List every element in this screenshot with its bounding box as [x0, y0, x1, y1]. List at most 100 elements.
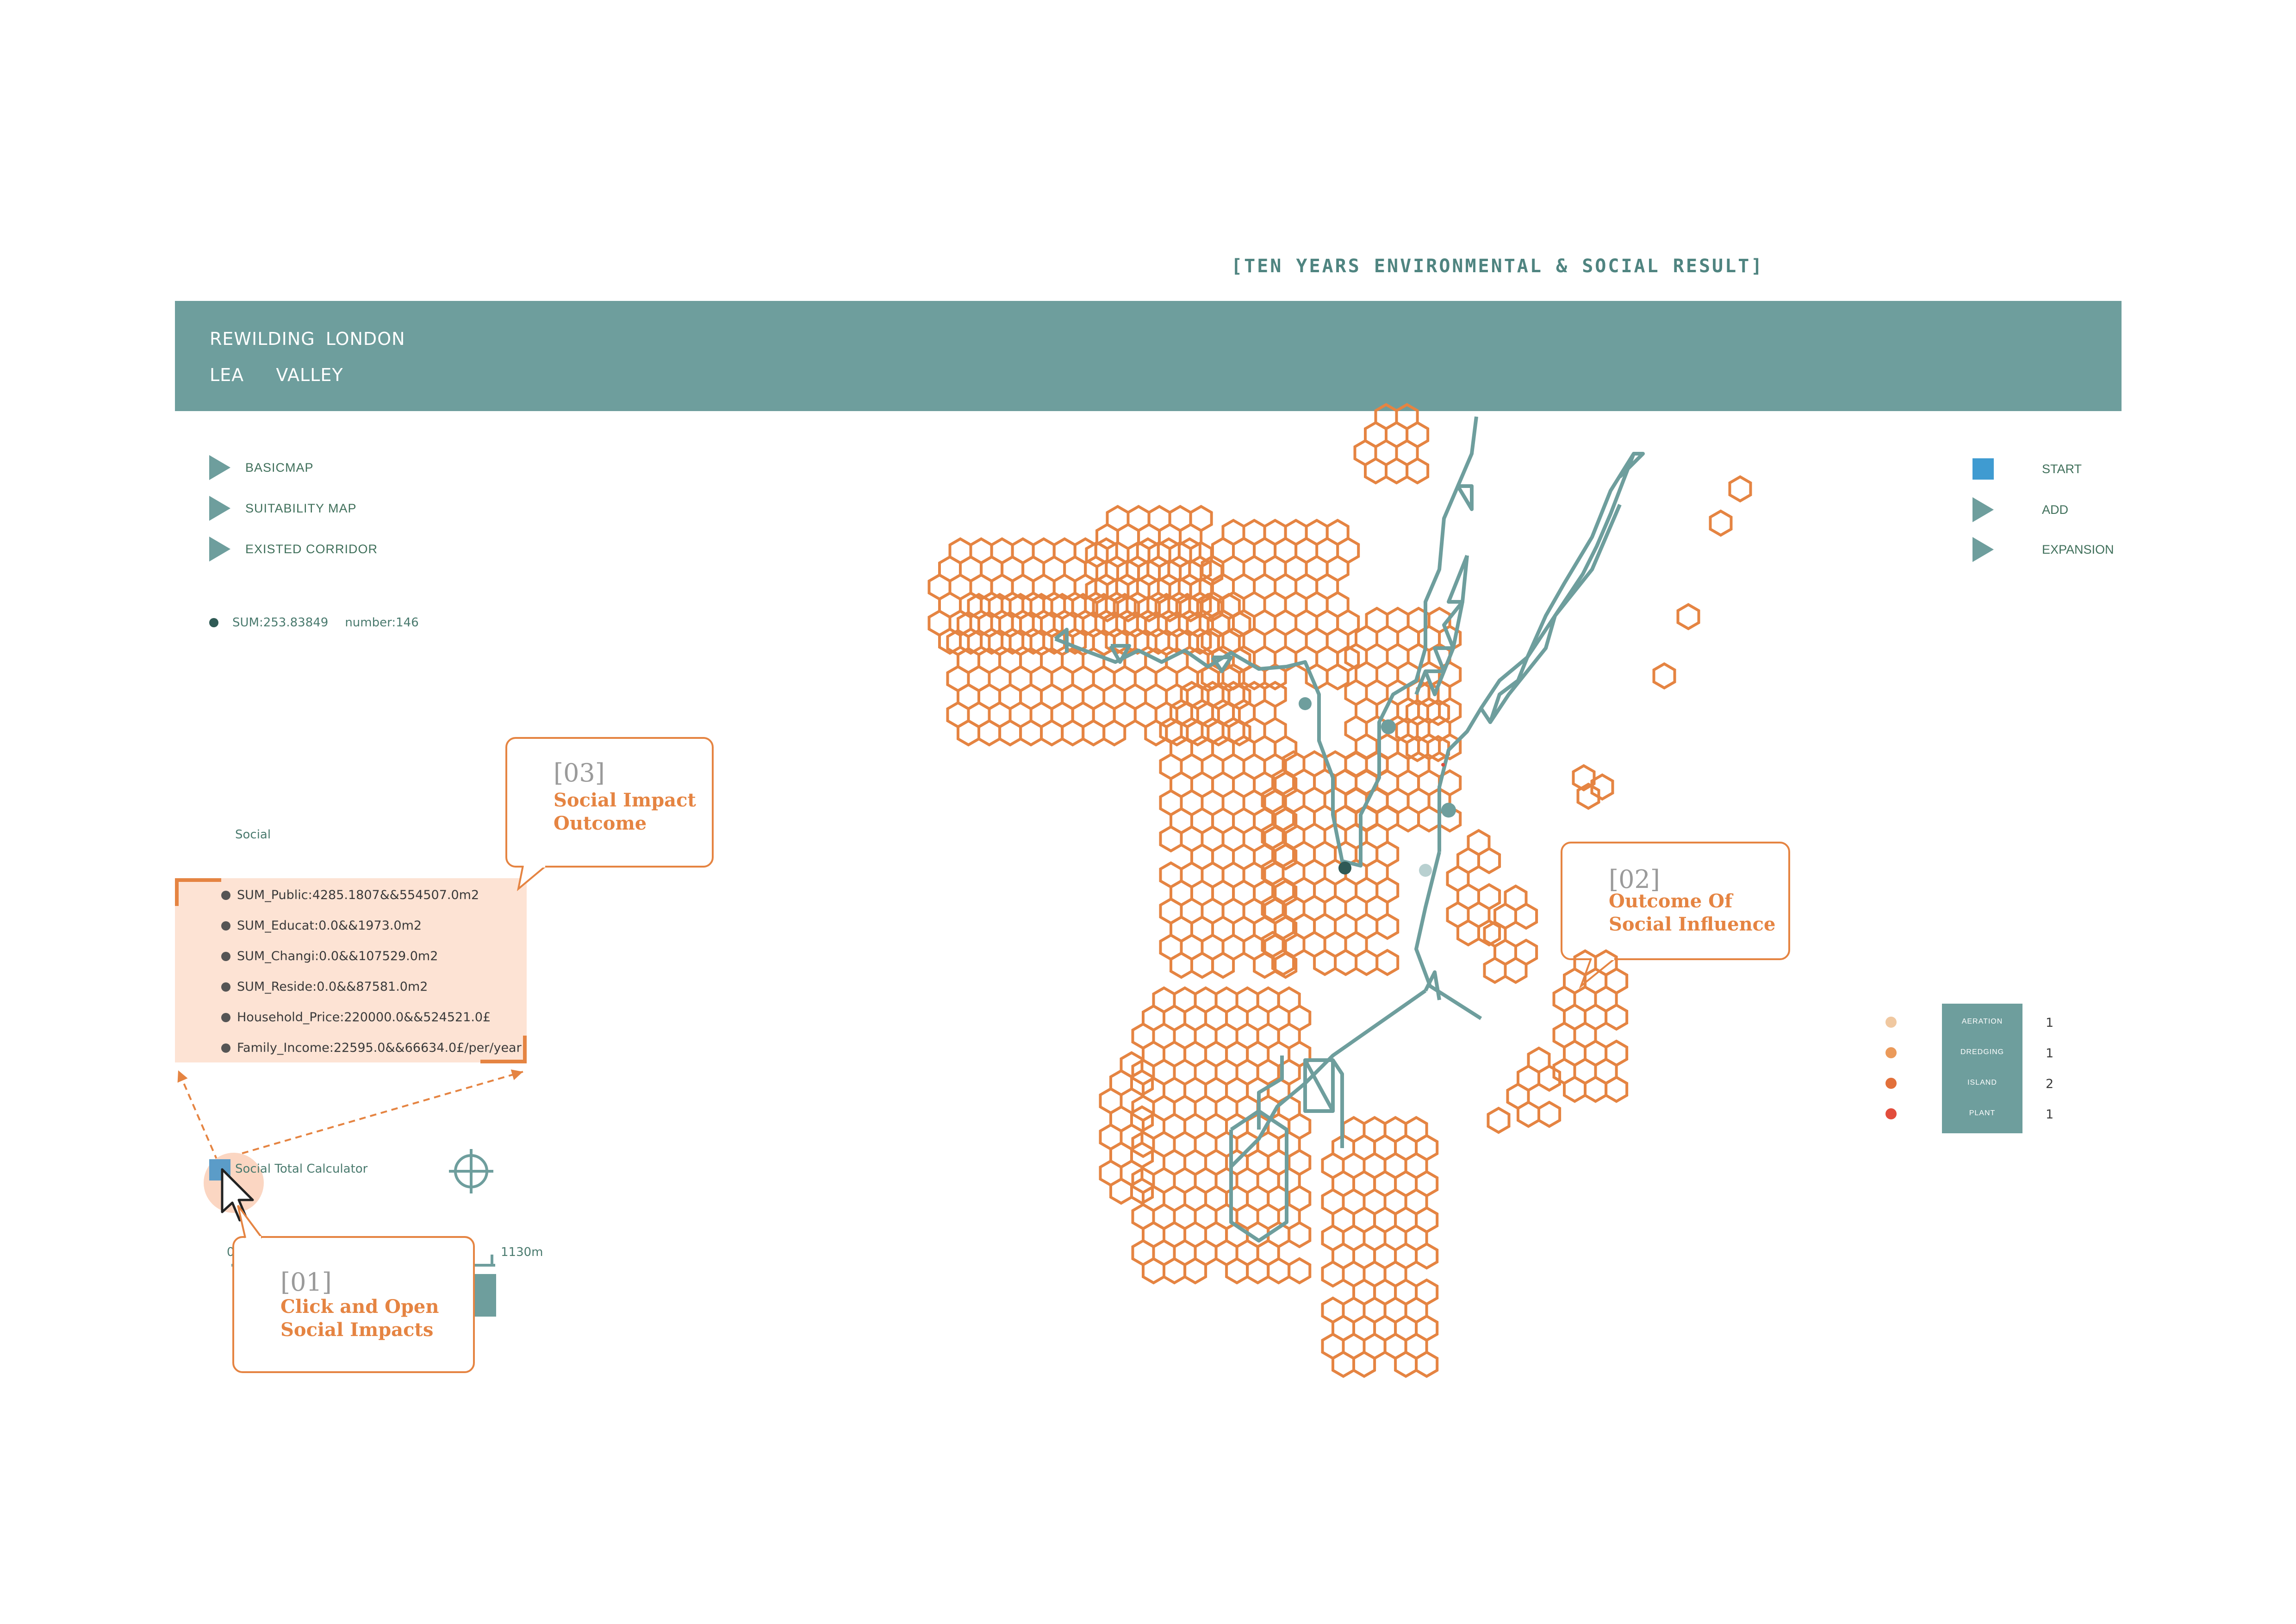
- legend-label: DREDGING: [1960, 1048, 2004, 1056]
- hex-cell: [1477, 919, 1501, 947]
- dredging-dot-icon: [1885, 1047, 1897, 1058]
- hex-cell: [1130, 1177, 1154, 1205]
- hex-cell: [1504, 956, 1528, 984]
- social-section-label: Social: [235, 828, 271, 842]
- stat-text: SUM_Reside:0.0&&87581.0m2: [237, 980, 428, 994]
- callout-text: Social Influence: [1609, 913, 1776, 935]
- legend-box: [1942, 1004, 2022, 1133]
- stat-text: SUM_Educat:0.0&&1973.0m2: [237, 918, 422, 933]
- hex-cell: [1406, 457, 1430, 485]
- hex-cell: [1063, 627, 1087, 655]
- stat-row: SUM_Reside:0.0&&87581.0m2: [221, 980, 428, 994]
- hex-cell: [1394, 1350, 1418, 1378]
- bullet-icon: [221, 951, 230, 961]
- hex-cell: [1211, 951, 1235, 979]
- menu-item-basicmap[interactable]: BASICMAP: [209, 454, 314, 481]
- calculator-label: Social Total Calculator: [235, 1162, 368, 1176]
- bullet-icon: [221, 982, 230, 992]
- hex-cell: [1130, 1069, 1154, 1097]
- legend-value: 2: [2046, 1077, 2054, 1091]
- hex-cell: [1385, 457, 1409, 485]
- stat-text: SUM_Changi:0.0&&107529.0m2: [237, 949, 438, 963]
- project-title: REWILDING LONDON: [210, 329, 405, 349]
- play-icon: [209, 496, 230, 521]
- control-add[interactable]: ADD: [1972, 497, 2068, 522]
- hex-cell: [1355, 949, 1379, 976]
- hex-cell: [1288, 1257, 1312, 1285]
- hex-cell: [1477, 847, 1501, 874]
- callout-number: [02]: [1609, 865, 1660, 894]
- stat-row: SUM_Changi:0.0&&107529.0m2: [221, 949, 438, 963]
- hex-cell: [1225, 1257, 1249, 1285]
- play-icon: [209, 537, 230, 562]
- hex-cell: [1517, 1100, 1540, 1128]
- stat-text: SUM_Public:4285.1807&&554507.0m2: [237, 888, 479, 902]
- control-start[interactable]: START: [1972, 458, 2082, 480]
- stat-text: Family_Income:22595.0&&66634.0£/per/year: [237, 1041, 522, 1055]
- project-subtitle: LEA VALLEY: [210, 365, 343, 385]
- scale-block: [472, 1274, 496, 1317]
- callout-03: [03] Social Impact Outcome: [505, 737, 714, 868]
- menu-item-existed-corridor[interactable]: EXISTED CORRIDOR: [209, 535, 378, 563]
- hex-cell: [1325, 663, 1350, 691]
- panel-corner: [175, 878, 221, 906]
- callout-01: [01] Click and Open Social Impacts: [232, 1236, 475, 1373]
- control-label: START: [2042, 462, 2082, 476]
- hex-cell: [977, 719, 1002, 747]
- hex-cell: [1109, 1177, 1133, 1205]
- hex-cell: [1375, 949, 1400, 976]
- callout-text: Click and Open: [280, 1296, 439, 1318]
- suitability-hex-layer: [927, 403, 1752, 1378]
- hex-cell: [1190, 951, 1214, 979]
- hex-cell: [957, 719, 980, 747]
- hex-cell: [1483, 956, 1507, 984]
- hex-cell: [1417, 805, 1441, 833]
- callout-pointer: [237, 1205, 263, 1241]
- stat-row: Household_Price:220000.0&&524521.0£: [221, 1010, 491, 1024]
- plant-dot-icon: [1885, 1108, 1897, 1119]
- menu-item-suitability-map[interactable]: SUITABILITY MAP: [209, 494, 357, 522]
- control-label: EXPANSION: [2042, 542, 2114, 556]
- bullet-icon: [221, 921, 230, 931]
- hex-cell: [1572, 764, 1596, 792]
- hex-cell: [1102, 719, 1126, 747]
- hex-cell: [1456, 919, 1480, 947]
- summary-sum: SUM:253.83849: [232, 616, 329, 630]
- hex-cell: [1188, 627, 1212, 655]
- corridor-nodes: [1299, 697, 1456, 877]
- hex-cell: [1487, 1106, 1511, 1134]
- legend-value: 1: [2046, 1046, 2054, 1061]
- scale-end: 1130m: [501, 1245, 543, 1259]
- hex-cell: [1352, 1350, 1376, 1378]
- hex-cell: [1082, 719, 1106, 747]
- hex-cell: [1426, 699, 1450, 726]
- hex-cell: [1163, 1257, 1187, 1285]
- legend-label: AERATION: [1961, 1018, 2003, 1025]
- hex-cell: [1576, 782, 1600, 810]
- hex-cell: [1438, 733, 1462, 761]
- hex-cell: [1040, 719, 1064, 747]
- callout-text: Social Impact: [554, 789, 696, 811]
- header-banner: REWILDING LONDON LEA VALLEY: [175, 301, 2122, 411]
- hex-cell: [1375, 912, 1400, 940]
- callout-number: [03]: [554, 758, 605, 787]
- hex-cell: [1332, 1350, 1355, 1378]
- callout-text: Outcome: [554, 812, 647, 834]
- control-label: ADD: [2042, 502, 2069, 517]
- hex-cell: [1183, 1257, 1207, 1285]
- callout-pointer: [1579, 957, 1616, 989]
- hex-cell: [1200, 595, 1224, 623]
- stat-row: SUM_Public:4285.1807&&554507.0m2: [221, 888, 479, 902]
- crosshair-icon[interactable]: [448, 1148, 494, 1194]
- hex-cell: [1263, 663, 1287, 691]
- scale-tick: [491, 1255, 493, 1267]
- menu-item-label: SUITABILITY MAP: [245, 501, 357, 515]
- hex-cell: [1396, 805, 1420, 833]
- hex-cell: [1170, 951, 1193, 979]
- control-expansion[interactable]: EXPANSION: [1972, 537, 2114, 562]
- play-icon: [209, 455, 230, 480]
- hex-cell: [1267, 1257, 1291, 1285]
- menu-item-label: EXISTED CORRIDOR: [245, 542, 378, 556]
